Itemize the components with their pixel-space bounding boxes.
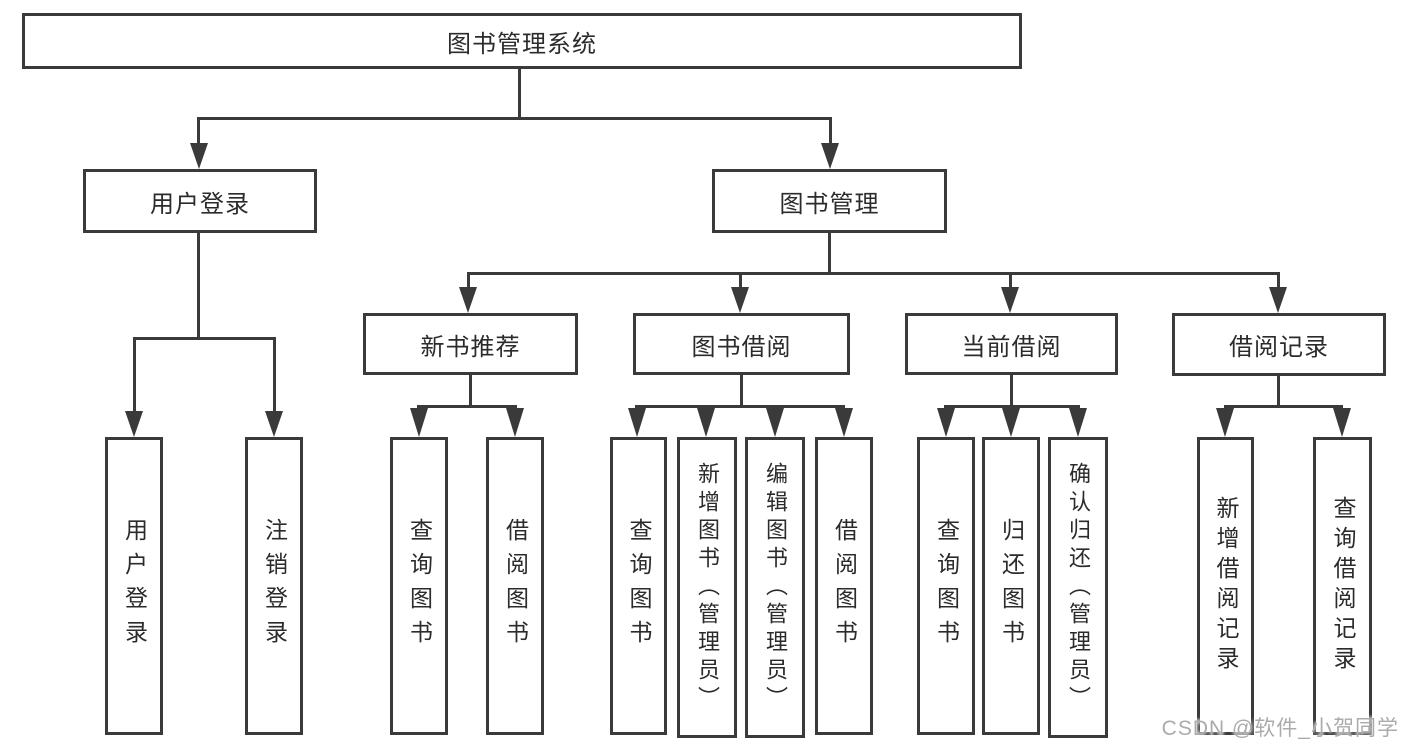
node-root-system: 图书管理系统 [22, 13, 1022, 69]
connector-line [467, 272, 470, 289]
connector-line [1277, 376, 1280, 408]
node-borrow-record: 借阅记录 [1172, 313, 1386, 376]
leaf-borrow-book: 借阅图书 [815, 437, 873, 735]
connector-line [133, 337, 276, 340]
leaf-recommend-borrow-book: 借阅图书 [486, 437, 544, 735]
connector-line [417, 405, 517, 408]
arrow-down-icon [937, 408, 955, 437]
connector-line [828, 233, 831, 275]
arrow-down-icon [1002, 408, 1020, 437]
arrow-down-icon [125, 411, 143, 437]
connector-line [740, 375, 743, 408]
leaf-edit-book-admin: 编辑图书（管理员） [745, 437, 805, 738]
arrow-down-icon [766, 408, 784, 437]
arrow-down-icon [731, 287, 749, 313]
arrow-down-icon [459, 287, 477, 313]
node-book-manage: 图书管理 [712, 169, 947, 233]
arrow-down-icon [1216, 408, 1234, 437]
leaf-borrow-query-book: 查询图书 [610, 437, 667, 735]
connector-line [944, 405, 1080, 408]
arrow-down-icon [1269, 287, 1287, 313]
leaf-logout: 注销登录 [245, 437, 303, 735]
leaf-return-book: 归还图书 [982, 437, 1040, 735]
node-current-borrow: 当前借阅 [905, 313, 1118, 375]
node-user-login: 用户登录 [83, 169, 317, 233]
leaf-recommend-query-book: 查询图书 [390, 437, 448, 735]
arrow-down-icon [1001, 287, 1019, 313]
connector-line [198, 117, 832, 120]
arrow-down-icon [821, 143, 839, 169]
arrow-down-icon [506, 408, 524, 437]
leaf-current-query-book: 查询图书 [917, 437, 975, 735]
connector-line [1277, 272, 1280, 289]
arrow-down-icon [410, 408, 428, 437]
connector-line [1224, 405, 1343, 408]
leaf-add-book-admin: 新增图书（管理员） [677, 437, 737, 738]
arrow-down-icon [835, 408, 853, 437]
node-new-book-recommend: 新书推荐 [363, 313, 578, 375]
connector-line [469, 375, 472, 408]
leaf-user-login: 用户登录 [105, 437, 163, 735]
connector-line [518, 69, 521, 120]
arrow-down-icon [697, 408, 715, 437]
connector-line [133, 337, 136, 414]
node-book-borrow: 图书借阅 [633, 313, 850, 375]
csdn-watermark: CSDN @软件_小贺同学 [1161, 717, 1399, 740]
connector-line [197, 117, 200, 147]
arrow-down-icon [1069, 408, 1087, 437]
arrow-down-icon [1333, 408, 1351, 437]
connector-line [829, 117, 832, 147]
connector-line [197, 233, 200, 340]
connector-line [1009, 272, 1012, 289]
connector-line [739, 272, 742, 289]
connector-line [1010, 375, 1013, 408]
connector-line [273, 337, 276, 414]
arrow-down-icon [628, 408, 646, 437]
leaf-query-borrow-record: 查询借阅记录 [1313, 437, 1372, 735]
arrow-down-icon [265, 411, 283, 437]
connector-line [635, 405, 845, 408]
leaf-add-borrow-record: 新增借阅记录 [1197, 437, 1254, 735]
leaf-confirm-return-admin: 确认归还（管理员） [1048, 437, 1108, 738]
arrow-down-icon [190, 143, 208, 169]
connector-line [467, 272, 1280, 275]
